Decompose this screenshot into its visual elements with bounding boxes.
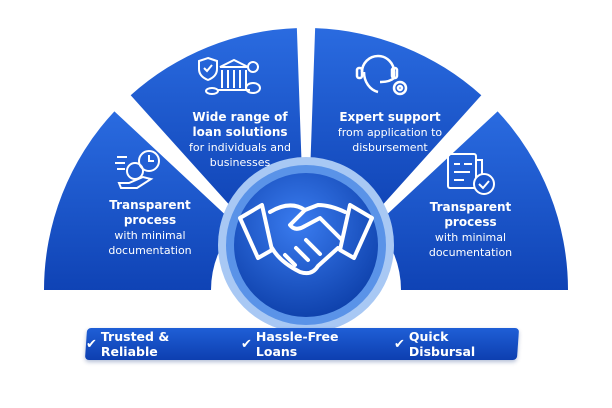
segment-2-title: Wide range of loan solutions [192,110,288,139]
segment-1-desc: with minimal documentation [108,229,192,257]
segment-3-desc: from application to disbursement [337,126,443,154]
handshake-icon [238,203,374,276]
segment-4-title: Transparent process [429,200,512,229]
segment-2-desc: for individuals and businesses [189,141,291,169]
segment-1-title: Transparent process [109,198,191,227]
segment-3-title: Expert support [339,110,441,124]
segment-4-text: Transparent process with minimal documen… [408,200,533,260]
rupee-hand-clock-icon [115,147,165,196]
bank-shield-icon [198,55,263,104]
segment-4-wedge [375,111,568,290]
segment-3-text: Expert support from application to disbu… [325,110,455,155]
segment-4-desc: with minimal documentation [428,231,513,259]
headset-support-icon [352,50,412,104]
check-icon: ✔ [394,336,406,352]
segment-1-wedge [44,111,237,290]
segment-1-text: Transparent process with minimal documen… [95,198,205,258]
banner-item-trusted: ✔Trusted & Reliable [86,329,229,359]
center-circle [234,173,378,317]
banner-item-hassle-free: ✔Hassle-Free Loans [241,329,383,359]
segment-2-text: Wide range of loan solutions for individ… [185,110,295,170]
banner-item-quick: ✔Quick Disbursal [394,329,518,359]
banner-item-label: Hassle-Free Loans [255,329,339,359]
document-check-icon [444,150,499,202]
check-icon: ✔ [240,336,252,352]
benefits-banner: ✔Trusted & Reliable ✔Hassle-Free Loans ✔… [84,328,520,360]
banner-item-label: Trusted & Reliable [100,329,170,359]
banner-item-label: Quick Disbursal [409,329,476,359]
check-icon: ✔ [86,336,97,352]
